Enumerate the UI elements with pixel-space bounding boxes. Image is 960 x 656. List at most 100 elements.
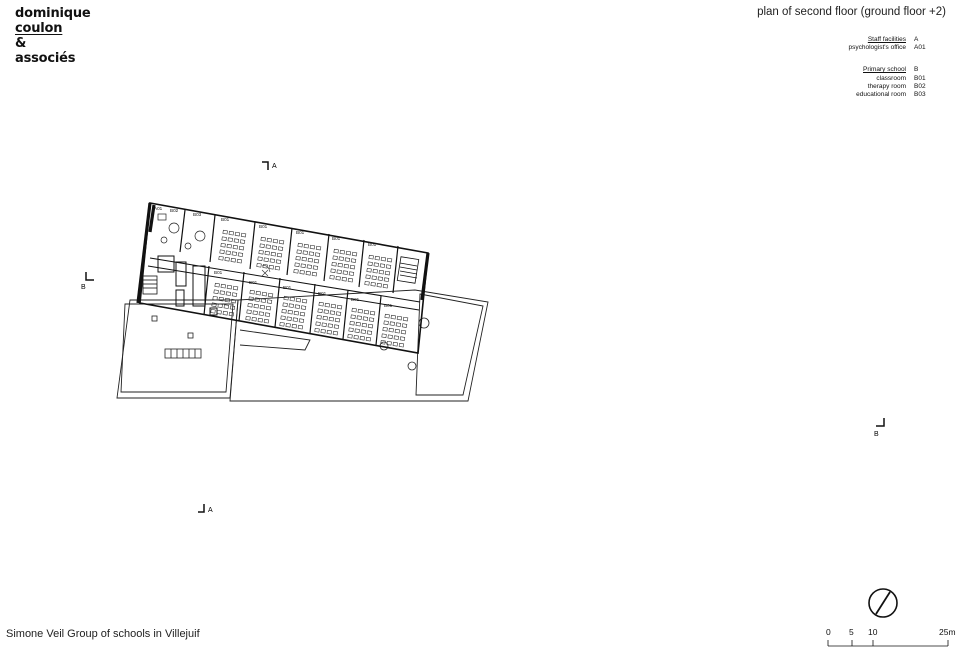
desk — [274, 265, 281, 271]
desk — [344, 257, 351, 262]
desk — [364, 280, 370, 286]
desk — [212, 295, 218, 301]
legend-item: classroom B01 — [849, 75, 942, 83]
desk-grid — [279, 295, 308, 330]
desk — [357, 308, 363, 314]
desk — [363, 309, 370, 315]
desk-grid — [347, 307, 376, 342]
desk — [309, 244, 316, 250]
desk — [332, 255, 338, 260]
desk — [216, 309, 222, 315]
desk — [338, 256, 344, 261]
firm-logo: dominique coulon & associés — [15, 6, 91, 66]
legend-heading-primary: Primary school — [863, 66, 906, 74]
desk — [360, 329, 366, 334]
desk — [317, 308, 323, 313]
logo-line-3: & — [15, 36, 27, 51]
legend-code: B01 — [914, 74, 926, 82]
desk — [379, 263, 386, 268]
stair-block — [142, 256, 420, 295]
desk — [368, 254, 374, 260]
desk — [335, 275, 341, 281]
desk — [372, 268, 378, 274]
legend-code: A01 — [914, 44, 926, 52]
desk — [291, 323, 297, 329]
desk — [260, 298, 267, 303]
room-tag-b01: B01 — [332, 236, 341, 241]
desk — [299, 269, 305, 275]
desk — [383, 320, 389, 325]
desk — [297, 324, 304, 330]
desk — [257, 256, 263, 261]
desk — [226, 284, 233, 290]
desk — [230, 257, 236, 263]
room-tag-b01: B01 — [259, 224, 268, 229]
desk — [222, 310, 228, 316]
legend-group-heading: Primary school B — [849, 66, 942, 74]
room-legend: Staff facilities A psychologist's office… — [849, 36, 942, 99]
section-label: A — [208, 507, 213, 514]
scale-tick-10: 10 — [868, 627, 878, 637]
legend-item-label: psychologist's office — [848, 44, 906, 52]
desk — [293, 268, 299, 274]
desk — [353, 334, 359, 340]
section-marker-b-right: B — [874, 418, 885, 438]
desk — [303, 243, 309, 249]
desk — [398, 342, 405, 348]
desk — [231, 292, 238, 297]
desk — [385, 264, 392, 269]
desk — [342, 270, 348, 275]
desk — [248, 296, 254, 301]
desk — [265, 305, 272, 311]
desk — [278, 239, 285, 245]
desk — [339, 249, 345, 255]
desk — [348, 327, 354, 332]
desk — [234, 231, 241, 237]
door-swings — [261, 265, 271, 277]
desk — [229, 305, 236, 310]
room-tag-b01: B01 — [318, 291, 327, 296]
desk — [268, 264, 274, 270]
desk — [349, 264, 356, 270]
desk — [219, 290, 225, 295]
desk — [330, 268, 336, 273]
desk — [355, 321, 361, 327]
legend-group-heading: Staff facilities A — [849, 36, 942, 44]
desk — [228, 311, 235, 317]
desk — [347, 333, 353, 339]
desk — [300, 263, 306, 268]
desk — [333, 248, 339, 254]
legend-item-label: educational room — [856, 91, 906, 99]
desk — [289, 296, 295, 302]
desk — [240, 232, 247, 238]
desk — [381, 333, 387, 338]
desk — [282, 302, 288, 307]
desk — [217, 303, 223, 308]
legend-code: B02 — [914, 82, 926, 90]
room-tag-b01: B01 — [351, 297, 360, 302]
logo-line-1: dominique — [15, 6, 91, 21]
desk — [334, 317, 341, 323]
desk — [369, 310, 376, 316]
desk — [301, 256, 307, 262]
desk — [349, 320, 355, 326]
desk — [293, 310, 300, 316]
desk — [295, 297, 302, 303]
desk-grid — [364, 254, 393, 289]
desk — [218, 296, 224, 302]
desk — [351, 251, 358, 257]
desk — [297, 242, 303, 248]
desk — [233, 238, 240, 243]
desk — [318, 301, 324, 307]
desk — [236, 258, 243, 264]
desk — [350, 314, 356, 319]
desk — [218, 255, 224, 261]
desk — [220, 242, 226, 248]
desk — [210, 308, 216, 314]
legend-heading-staff: Staff facilities — [867, 36, 906, 43]
desk — [321, 322, 327, 327]
section-marker-a-top: A — [262, 161, 277, 170]
desk — [370, 281, 376, 287]
desk — [361, 322, 368, 328]
desk — [259, 304, 266, 310]
